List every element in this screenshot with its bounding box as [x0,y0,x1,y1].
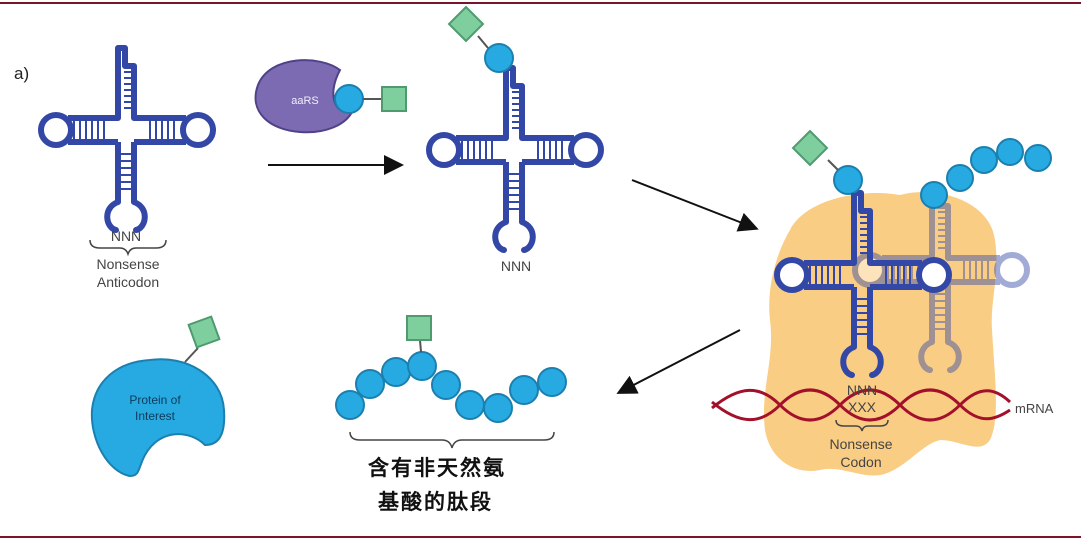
ribosome-codon-bottom: XXX [847,399,876,415]
arrow-to-ribosome [631,179,759,232]
ribosome-group-linker [827,159,839,171]
codon-caption-2: Codon [840,454,882,470]
protein-label-2: Interest [134,409,176,423]
ribosome-trna-amino-acid [833,165,863,195]
trna-2-amino-acid [484,43,514,73]
protein-label-1: Protein of [129,393,181,407]
panel-label: a) [14,64,30,83]
peptide-linker [419,339,422,353]
mrna-strand [711,388,1012,422]
anticodon-caption-1: Nonsense [96,256,160,272]
codon-caption-1: Nonsense [829,436,893,452]
ribosome-unnatural-group [791,129,829,167]
peptide-caption-1: 含有非天然氨 [368,455,506,480]
arrow-to-peptide [616,329,741,394]
aars-amino-acid [334,84,364,114]
trna-2-group-linker [477,35,489,49]
anticodon-caption-2: Anticodon [96,274,160,290]
trna-2-unnatural-group [447,5,485,43]
protein-linker [184,347,199,363]
ribosome [763,192,997,476]
trna-2 [429,68,601,250]
anticodon-bracket [89,239,167,257]
trna-1 [41,48,213,230]
ribosome-codon-top: NNN [846,382,878,398]
mrna-label: mRNA [1015,401,1054,416]
trna-1-codon: NNN [110,228,142,244]
codon-bracket [835,419,889,432]
aars-unnatural-group [381,86,407,112]
peptide-unnatural-group [406,315,432,341]
mrna-strand-2 [711,388,1011,422]
protein-unnatural-group [187,315,221,349]
peptide-bracket [349,431,555,449]
protein-of-interest [90,358,226,478]
peptide-caption-2: 基酸的肽段 [378,489,493,514]
trna-2-codon: NNN [500,258,532,274]
growing-peptide-chain [920,138,1052,209]
aars-label: aaRS [291,95,319,107]
peptide-chain [335,351,567,423]
